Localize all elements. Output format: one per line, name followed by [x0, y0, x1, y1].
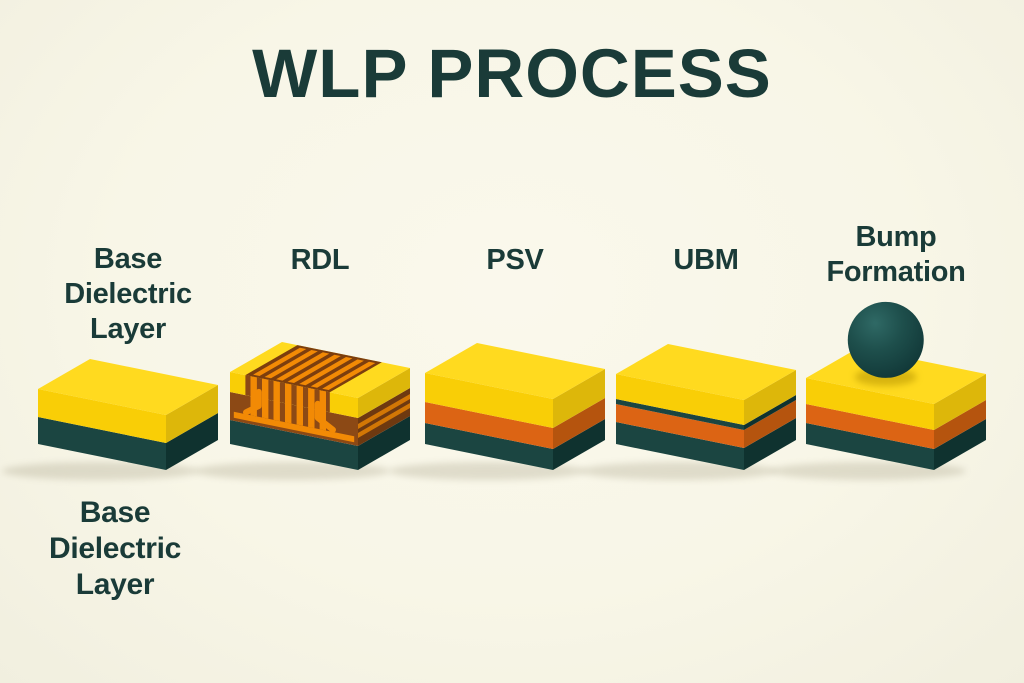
layer-teal-side-face [744, 418, 796, 470]
layer-teal-side-face [744, 395, 796, 430]
layer-teal-front-face [425, 423, 553, 470]
page-title: WLP PROCESS [252, 35, 772, 112]
rdl-side-trace [358, 403, 410, 438]
rdl-trace [276, 352, 330, 381]
rdl-trace [308, 387, 315, 429]
solder-bump-sphere [847, 301, 924, 378]
layer-yellow-side-face [358, 368, 410, 418]
label-line: PSV [486, 244, 544, 276]
layer-teal-side-face [553, 419, 605, 470]
label-line: UBM [673, 244, 739, 276]
rdl-trace [262, 378, 269, 419]
label-line: Base [93, 243, 163, 275]
label-line: RDL [290, 244, 350, 276]
layer-orange-side-face [744, 400, 796, 448]
label-line: Layer [90, 313, 166, 345]
layer-yellow-side-face [166, 385, 218, 443]
rdl-trace [233, 411, 355, 443]
block-ubm [580, 344, 796, 480]
rdl-trace [299, 357, 353, 386]
label-line: Bump [855, 221, 937, 253]
layer-teal-side-face [934, 419, 986, 470]
layer-yellow-side-face [934, 374, 986, 430]
layer-teal-side-face [358, 416, 410, 470]
layer-yellow-top-face [425, 343, 605, 399]
layer-orange-front-face [616, 404, 744, 448]
layer-yellow-front-face [38, 389, 166, 443]
block-base-dielectric-layer [2, 359, 218, 480]
step-label-ubm: UBM [606, 243, 806, 278]
layer-teal-front-face [230, 420, 358, 470]
layer-orange-front-face [806, 404, 934, 449]
rdl-trace [287, 354, 341, 383]
layer-yellow-top-face [38, 359, 218, 415]
layer-teal-side-face [166, 413, 218, 470]
layer-orange-side-face [553, 398, 605, 449]
layer-yellow-side-face [744, 370, 796, 425]
caption-line: Base [79, 496, 151, 529]
rdl-trace [322, 361, 376, 390]
rdl-trace [296, 385, 303, 426]
rdl-trace [314, 400, 336, 433]
layer-teal-front-face [616, 422, 744, 470]
layer-teal-front-face [616, 399, 744, 430]
label-line: Formation [826, 256, 966, 288]
layer-yellow-top-face [616, 344, 796, 400]
layer-teal-front-face [38, 417, 166, 470]
layer-yellow-front-face [806, 378, 934, 430]
step-label-rdl: RDL [220, 243, 420, 278]
layer-teal-front-face [806, 423, 934, 470]
rdl-side-trace [358, 394, 410, 429]
step-label-psv: PSV [415, 243, 615, 278]
rdl-trace [253, 347, 307, 376]
rdl-trace [310, 359, 364, 388]
rdl-trace [273, 380, 280, 422]
rdl-trace [243, 388, 262, 416]
block-bump-formation [770, 301, 986, 480]
layer-yellow-front-face [616, 374, 744, 425]
block-psv [389, 343, 605, 480]
caption-line: Dielectric [48, 532, 182, 565]
layer-orange-side-face [934, 400, 986, 449]
block-rdl [194, 342, 410, 480]
caption-line: Layer [75, 568, 155, 601]
label-line: Dielectric [64, 278, 192, 310]
layer-yellow-side-face [553, 369, 605, 428]
rdl-trace [264, 350, 318, 379]
layer-yellow-front-face [425, 373, 553, 428]
rdl-trace [285, 383, 292, 424]
layer-orange-front-face [425, 402, 553, 449]
